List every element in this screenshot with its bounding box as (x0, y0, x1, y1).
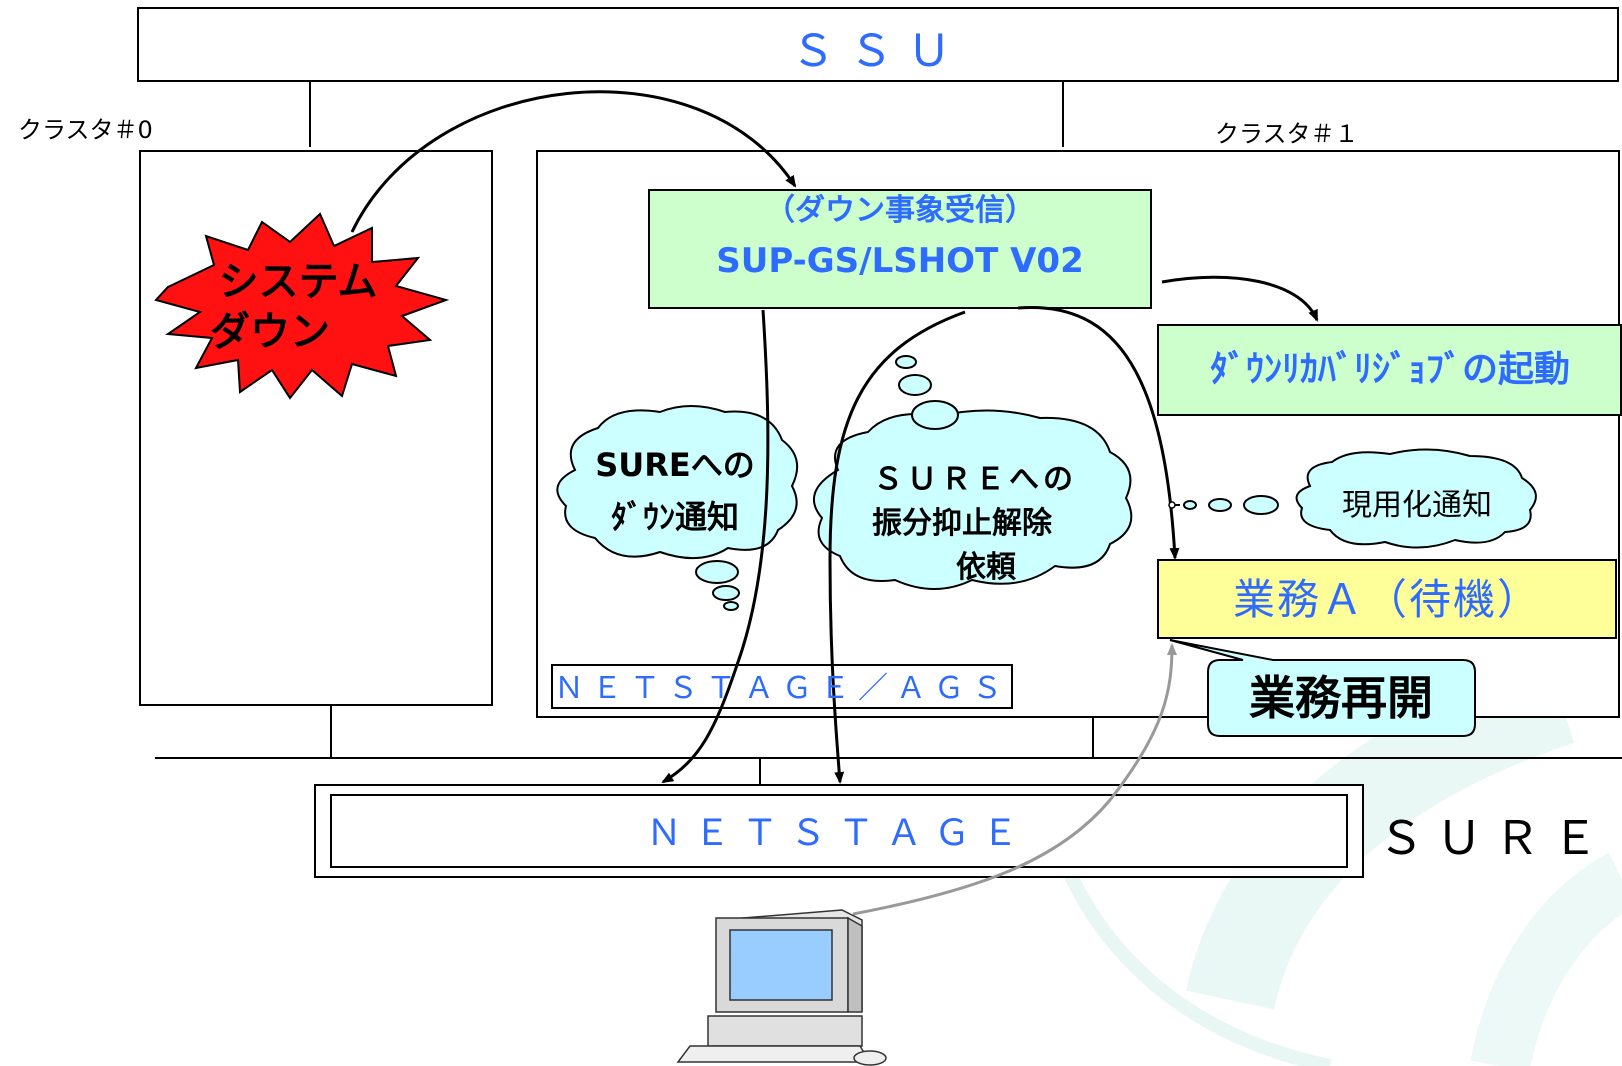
background-watermark (1043, 657, 1622, 1066)
explosion-line-2: ダウン (210, 309, 330, 355)
resume-label: 業務再開 (1249, 671, 1433, 725)
thought-bubble-down-notify (556, 405, 799, 611)
release-request-line-3: 依頼 (956, 550, 1017, 585)
cluster-1-label: クラスタ＃１ (1215, 120, 1359, 148)
flow-arrows (350, 90, 1319, 916)
desktop-computer-icon (676, 909, 887, 1066)
thought-bubble-activation (1183, 448, 1537, 549)
arrow-to-business-a (1017, 305, 1180, 560)
ssu-connector-lines (309, 81, 1064, 147)
resume-callout-shape (1169, 639, 1476, 737)
recovery-job-label: ﾀﾞｳﾝﾘｶﾊﾞﾘｼﾞｮﾌﾞの起動 (1210, 348, 1570, 390)
down-notify-line-2: ﾀﾞｳﾝ通知 (611, 498, 739, 536)
business-a-box (1157, 559, 1617, 639)
explosion-line-1: システム (219, 259, 378, 305)
receiver-line-2: SUP-GS/LSHOT V02 (716, 241, 1084, 281)
netstage-inner-box (330, 794, 1348, 868)
release-request-line-1: ＳＵＲＥへの (873, 462, 1077, 497)
arrow-to-recovery-job (1161, 275, 1319, 322)
netstage-label: ＮＥＴＳＴＡＧＥ (646, 813, 1030, 854)
system-down-explosion-shape (154, 212, 450, 400)
ssu-title: ＳＳＵ (791, 26, 965, 77)
arrow-release-request-to-netstage (828, 310, 966, 784)
arrow-terminal-to-business (852, 643, 1177, 916)
recovery-job-box (1157, 324, 1622, 416)
sure-label: ＳＵＲＥ (1378, 811, 1610, 865)
business-a-label: 業務Ａ（待機） (1233, 575, 1541, 624)
netstage-ags-box (551, 664, 1013, 709)
arrow-down-event (350, 90, 797, 233)
thought-bubble-release-request (813, 355, 1133, 590)
release-request-line-2: 振分抑止解除 (872, 506, 1053, 541)
cluster-0-label: クラスタ＃0 (18, 116, 153, 144)
down-notify-line-1: SUREへの (595, 446, 755, 484)
network-bus-lines (155, 705, 1622, 785)
receiver-box (648, 189, 1152, 309)
netstage-ags-label: ＮＥＴＳＴＡＧＥ／ＡＧＳ (554, 671, 1010, 706)
arrow-down-notify-to-netstage (661, 309, 770, 784)
activation-label: 現用化通知 (1342, 488, 1492, 523)
receiver-line-1: （ダウン事象受信） (765, 193, 1035, 228)
ssu-box (137, 7, 1619, 82)
